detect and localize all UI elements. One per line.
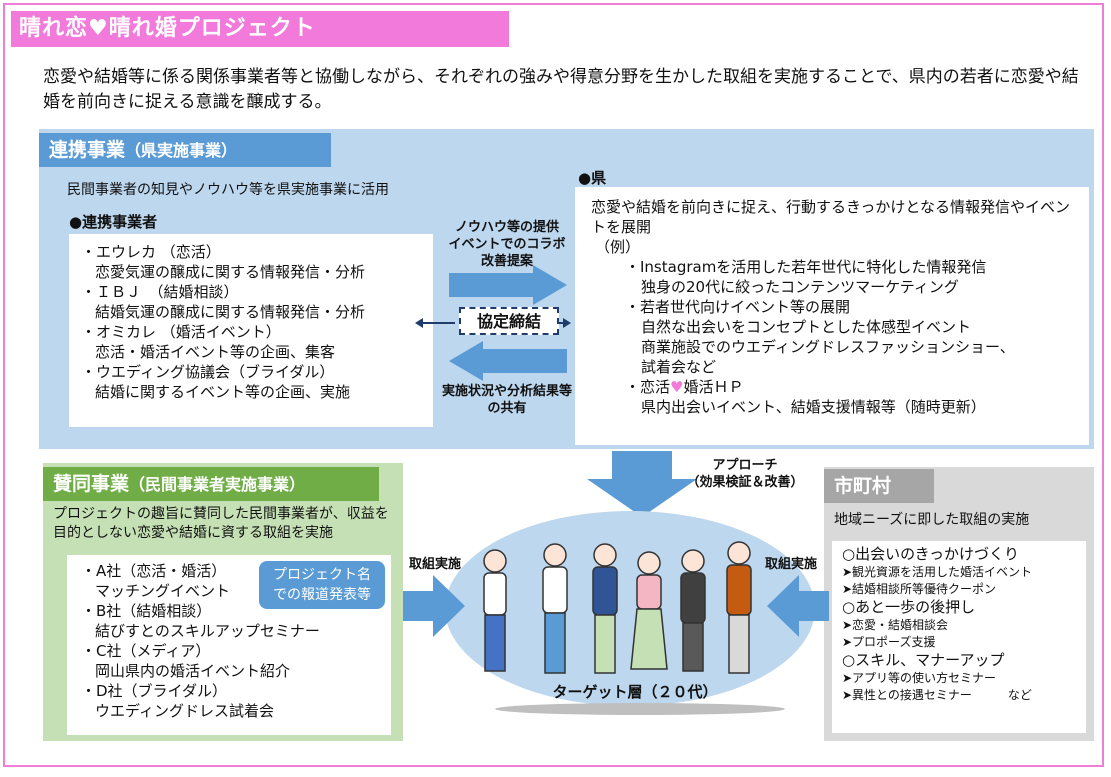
left-arrow-icon: [767, 575, 829, 637]
approach-line: （効果検証＆改善）: [686, 475, 804, 490]
target-shadow: [495, 703, 785, 715]
partner-title: ・ウエディング協議会（ブライダル）: [81, 363, 335, 381]
press-release-badge: プロジェクト名 での報道発表等: [259, 561, 385, 609]
partners-heading: ●連携事業者: [69, 213, 158, 231]
heart-icon: ♥: [670, 378, 684, 396]
support-item-title: ・A社（恋活・婚活）: [81, 562, 227, 580]
badge-line: での報道発表等: [273, 587, 371, 603]
pref-item-desc: 独身の20代に絞ったコンテンツマーケティング: [641, 278, 959, 296]
target-label: ターゲット層（２０代）: [552, 683, 718, 701]
city-tab: 市町村: [824, 469, 934, 503]
left-arrow-icon: [449, 341, 567, 381]
city-group-item: ➤結婚相談所等優待クーポン: [842, 582, 997, 596]
coop-tab: 連携事業（県実施事業）: [39, 133, 331, 167]
partner-item: ・ＩＢＪ （結婚相談） 結婚気運の醸成に関する情報発信・分析: [81, 282, 433, 322]
pref-item-desc: 県内出会いイベント、結婚支援情報等（随時更新）: [641, 398, 986, 416]
partner-item: ・ウエディング協議会（ブライダル） 結婚に関するイベント等の企画、実施: [81, 362, 433, 402]
share-line: 実施状況や分析結果等: [441, 384, 572, 399]
knowhow-line: ノウハウ等の提供: [454, 220, 559, 235]
project-title: 晴れ恋♥晴れ婚プロジェクト: [11, 11, 509, 47]
partner-title: ・エウレカ （恋活）: [81, 243, 221, 261]
coop-note: 民間事業者の知見やノウハウ等を県実施事業に活用: [67, 182, 389, 198]
prefecture-heading: ●県: [578, 169, 607, 187]
city-group-item: ➤異性との接遇セミナー など: [842, 688, 1032, 702]
city-group-head: ○スキル、マナーアップ: [842, 651, 1005, 669]
pref-hp-text-2: 婚活ＨＰ: [683, 378, 744, 396]
coop-tab-main: 連携事業: [49, 139, 126, 161]
title-text-1: 晴れ恋: [19, 16, 89, 41]
support-item-title: ・B社（結婚相談）: [81, 602, 212, 620]
title-text-2: 晴れ婚プロジェクト: [108, 16, 316, 41]
slide-frame: 晴れ恋♥晴れ婚プロジェクト 恋愛や結婚等に係る関係事業者等と協働しながら、それぞ…: [3, 3, 1104, 767]
down-arrow-icon: [587, 451, 697, 517]
knowhow-line: イベントでのコラボ: [448, 237, 566, 252]
support-item-desc: 岡山県内の婚活イベント紹介: [95, 662, 291, 680]
heart-icon: ♥: [88, 16, 109, 41]
badge-line: プロジェクト名: [273, 567, 371, 583]
support-tab-main: 賛同事業: [53, 473, 130, 495]
city-group-item: ➤恋愛・結婚相談会: [842, 618, 949, 632]
support-item-desc: 結びすとのスキルアップセミナー: [95, 622, 320, 640]
support-item-title: ・D社（ブライダル）: [81, 682, 227, 700]
intro-text: 恋愛や結婚等に係る関係事業者等と協働しながら、それぞれの強みや得意分野を生かした…: [43, 67, 1079, 112]
partner-title: ・オミカレ （婚活イベント）: [81, 323, 281, 341]
city-group-head: ○あと一歩の後押し: [842, 598, 976, 616]
support-item-desc: マッチングイベント: [95, 582, 231, 600]
partner-desc: 結婚気運の醸成に関する情報発信・分析: [95, 303, 366, 321]
approach-line: アプローチ: [712, 458, 778, 473]
young-people-illustration: [483, 541, 752, 674]
pref-item-desc: 商業施設でのウエディングドレスファッションショー、: [641, 338, 1015, 356]
support-arrow-label: 取組実施: [409, 557, 462, 572]
coop-panel: 連携事業（県実施事業） 民間事業者の知見やノウハウ等を県実施事業に活用 ●連携事…: [39, 129, 1094, 449]
support-item-title: ・C社（メディア）: [81, 642, 211, 660]
city-list: ○出会いのきっかけづくり ➤観光資源を活用した婚活イベント ➤結婚相談所等優待ク…: [832, 541, 1086, 733]
support-tab: 賛同事業（民間事業者実施事業）: [43, 467, 379, 501]
city-group-head: ○出会いのきっかけづくり: [842, 545, 1020, 563]
partner-item: ・オミカレ （婚活イベント） 恋活・婚活イベント等の企画、集客: [81, 322, 433, 362]
city-group-item: ➤アプリ等の使い方セミナー: [842, 671, 997, 685]
partner-title: ・ＩＢＪ （結婚相談）: [81, 283, 239, 301]
partner-item: ・エウレカ （恋活） 恋愛気運の醸成に関する情報発信・分析: [81, 242, 433, 282]
partner-desc: 恋愛気運の醸成に関する情報発信・分析: [95, 263, 366, 281]
city-note: 地域ニーズに即した取組の実施: [834, 512, 1030, 528]
right-arrow-icon: [449, 265, 567, 305]
knowhow-line: 改善提案: [480, 254, 533, 269]
support-item: ・C社（メディア） 岡山県内の婚活イベント紹介: [81, 641, 391, 681]
knowhow-label: ノウハウ等の提供 イベントでのコラボ 改善提案: [439, 219, 575, 270]
prefecture-example: （例）: [595, 238, 641, 256]
pref-item-title: ・若者世代向けイベント等の展開: [625, 298, 851, 316]
support-item-desc: ウエディングドレス試着会: [95, 702, 274, 720]
city-panel: 市町村 地域ニーズに即した取組の実施 ○出会いのきっかけづくり ➤観光資源を活用…: [824, 467, 1094, 741]
support-tab-sub: （民間事業者実施事業）: [129, 475, 306, 494]
share-label: 実施状況や分析結果等 の共有: [431, 383, 583, 417]
pref-item-desc: 試着会など: [641, 358, 717, 376]
support-note: プロジェクトの趣旨に賛同した民間事業者が、収益を目的としない恋愛や結婚に資する取…: [53, 506, 389, 541]
partner-desc: 恋活・婚活イベント等の企画、集客: [95, 343, 336, 361]
right-arrow-icon: [403, 575, 465, 637]
city-arrow-label: 取組実施: [765, 557, 818, 572]
city-group-item: ➤プロポーズ支援: [842, 635, 936, 649]
support-item: ・D社（ブライダル） ウエディングドレス試着会: [81, 681, 391, 721]
city-group-item: ➤観光資源を活用した婚活イベント: [842, 565, 1033, 579]
support-list: ・A社（恋活・婚活） マッチングイベント ・B社（結婚相談） 結びすとのスキルアップ…: [67, 555, 391, 735]
pref-hp-text-1: ・恋活: [625, 378, 671, 396]
pref-item-desc: 自然な出会いをコンセプトとした体感型イベント: [641, 318, 972, 336]
support-item: ・A社（恋活・婚活） マッチングイベント: [81, 561, 391, 601]
partners-list: ・エウレカ （恋活） 恋愛気運の醸成に関する情報発信・分析 ・ＩＢＪ （結婚相談）…: [69, 234, 433, 427]
pref-item-title: ・恋活♥婚活ＨＰ: [591, 377, 1079, 397]
support-item: ・B社（結婚相談） 結びすとのスキルアップセミナー: [81, 601, 391, 641]
share-line: の共有: [487, 401, 527, 416]
support-panel: 賛同事業（民間事業者実施事業） プロジェクトの趣旨に賛同した民間事業者が、収益を…: [43, 463, 403, 741]
pref-item-title: ・Instagramを活用した若年世代に特化した情報発信: [625, 258, 987, 276]
prefecture-box: 恋愛や結婚を前向きに捉え、行動するきっかけとなる情報発信やイベントを展開 （例）…: [575, 187, 1089, 445]
coop-tab-sub: （県実施事業）: [125, 141, 238, 160]
approach-label: アプローチ （効果検証＆改善）: [685, 457, 805, 491]
partner-desc: 結婚に関するイベント等の企画、実施: [95, 383, 351, 401]
agreement-box: 協定締結: [459, 307, 559, 335]
prefecture-lead: 恋愛や結婚を前向きに捉え、行動するきっかけとなる情報発信やイベントを展開: [591, 198, 1070, 236]
